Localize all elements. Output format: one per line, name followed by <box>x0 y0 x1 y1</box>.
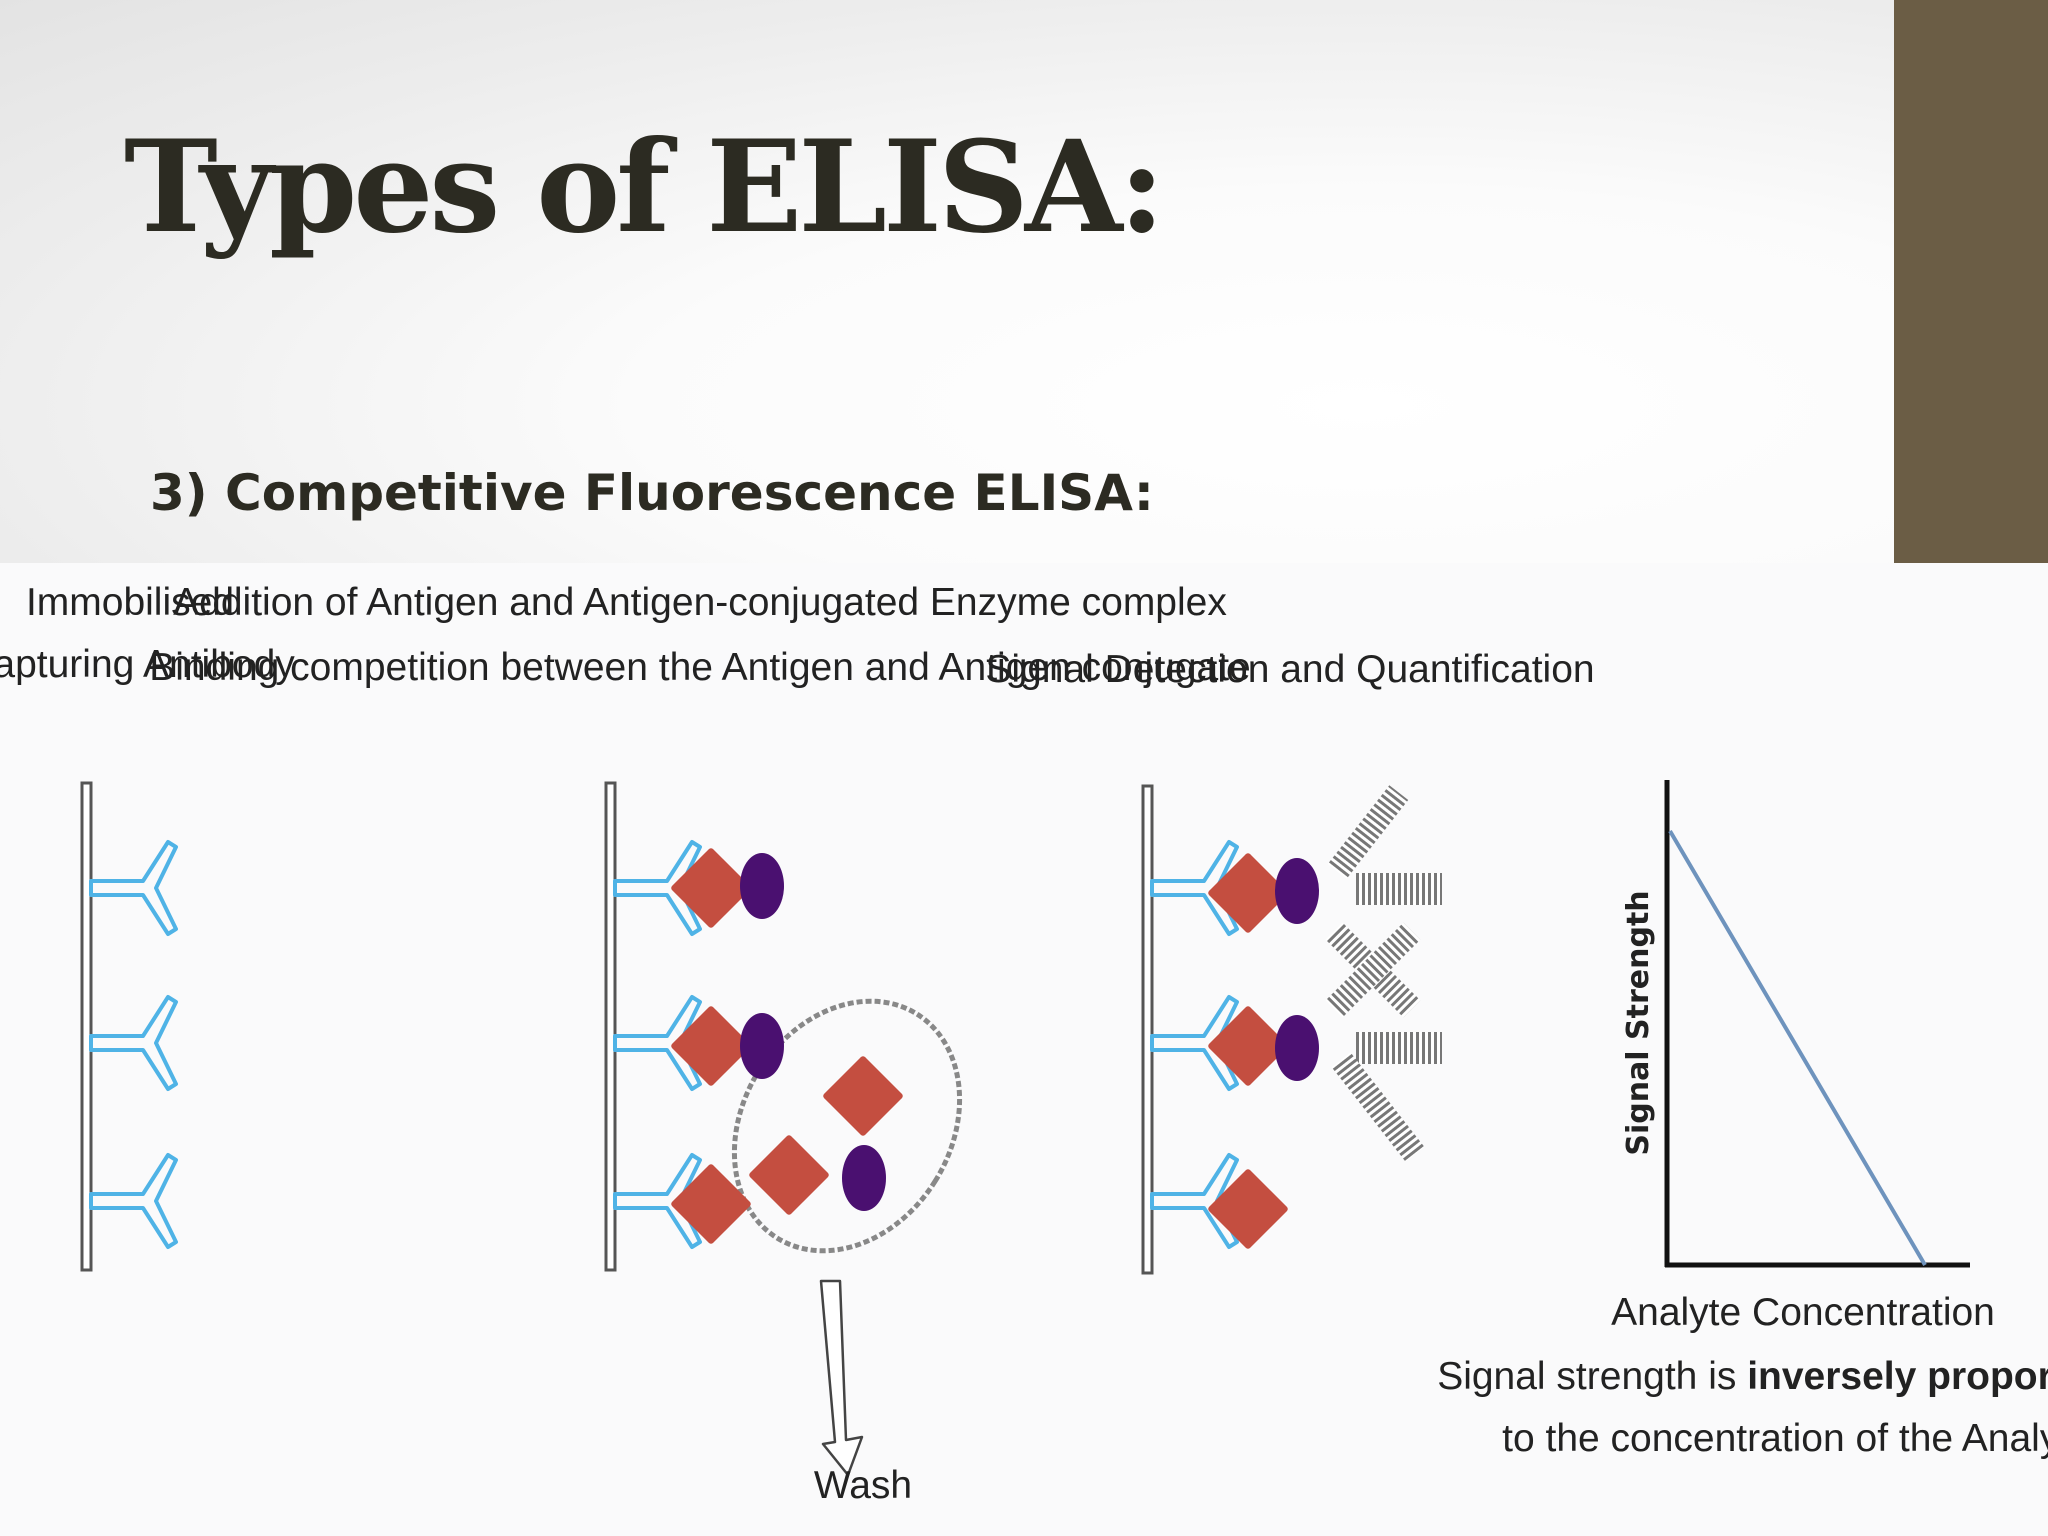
capture-antibody-3 <box>89 1153 178 1249</box>
diagram-background <box>0 563 2048 1536</box>
capture-antibody-4 <box>613 840 702 936</box>
plate-1 <box>80 781 93 1272</box>
panel2-label-line1: Addition of Antigen and Antigen-conjugat… <box>173 581 1227 624</box>
enzyme-conjugate-3 <box>842 1145 886 1211</box>
panel2-label-line2: Binding competition between the Antigen … <box>149 646 1251 689</box>
signal-ray-lower <box>1331 1052 1425 1162</box>
fluorescence-signals <box>1325 785 1442 1162</box>
accent-side-bar <box>1894 0 2048 563</box>
signal-ray-right-top <box>1356 873 1442 905</box>
enzyme-conjugate-5 <box>1275 1015 1319 1081</box>
slide-title: Types of ELISA: <box>124 113 1165 261</box>
diagram-svg: Immobilised Capturing Antibody Addition … <box>0 563 2048 1536</box>
plate-2 <box>604 781 617 1272</box>
capture-antibody-2 <box>89 995 178 1091</box>
caption-regular-part: Signal strength is <box>1437 1355 1747 1398</box>
plate-3 <box>1141 784 1154 1275</box>
panel1-label-line1: Immobilised <box>26 581 234 624</box>
panel1-label-line2: Capturing Antibody <box>0 643 295 686</box>
signal-ray-right-bottom <box>1356 1032 1442 1064</box>
graph-signal-line <box>1668 829 1927 1267</box>
wash-label: Wash <box>814 1464 912 1507</box>
slide-background <box>0 0 1894 563</box>
antigen-6 <box>1208 853 1288 933</box>
wash-arrow-icon <box>819 1279 864 1477</box>
graph-caption-line1: Signal strength is inversely proportiona… <box>1437 1355 2048 1398</box>
enzyme-conjugate-2 <box>740 1013 784 1079</box>
graph-caption-line2: to the concentration of the Analyte <box>1502 1417 2048 1460</box>
antigen-3 <box>671 1164 751 1244</box>
graph-x-label: Analyte Concentration <box>1611 1291 1995 1334</box>
caption-bold-part: inversely proportional <box>1747 1355 2048 1398</box>
capture-antibody-1 <box>89 840 178 936</box>
signal-ray-cross-b <box>1325 922 1421 1018</box>
antigen-7 <box>1208 1006 1288 1086</box>
antigen-2 <box>671 1006 751 1086</box>
slide-subtitle: 3) Competitive Fluorescence ELISA: <box>150 464 1154 522</box>
enzyme-conjugate-1 <box>740 853 784 919</box>
antigen-8 <box>1208 1169 1288 1249</box>
graph-y-label: Signal Strength <box>1621 890 1656 1155</box>
antigen-1 <box>671 848 751 928</box>
signal-ray-upper <box>1327 785 1409 879</box>
panel3-label: Signal Detection and Quantification <box>985 648 1594 691</box>
enzyme-conjugate-4 <box>1275 858 1319 924</box>
antigen-4 <box>823 1056 903 1136</box>
antigen-5 <box>749 1135 829 1215</box>
elisa-diagram: Immobilised Capturing Antibody Addition … <box>0 563 2048 1536</box>
